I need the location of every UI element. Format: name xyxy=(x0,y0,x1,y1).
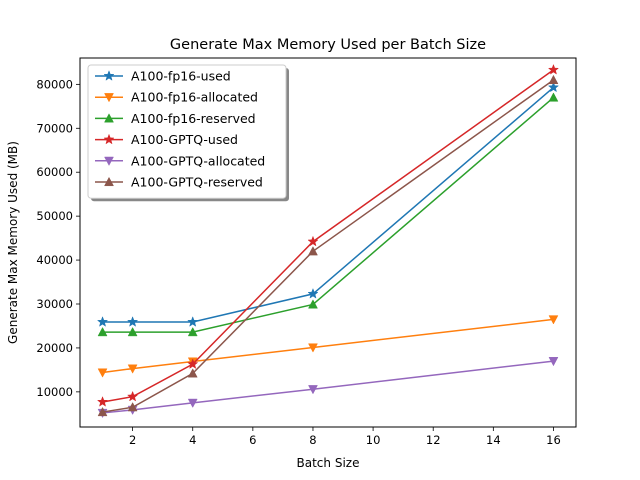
y-tick-label: 20000 xyxy=(36,341,73,355)
data-point xyxy=(307,235,319,247)
data-point xyxy=(547,81,560,93)
data-point xyxy=(97,326,108,337)
x-tick-label: 10 xyxy=(366,433,381,447)
data-point xyxy=(307,287,319,299)
y-tick-label: 80000 xyxy=(36,77,73,91)
chart-title: Generate Max Memory Used per Batch Size xyxy=(170,37,486,53)
y-axis-label: Generate Max Memory Used (MB) xyxy=(6,141,20,344)
data-point xyxy=(97,406,108,417)
series-line-5 xyxy=(102,360,554,414)
legend-label: A100-GPTQ-allocated xyxy=(131,153,265,168)
y-tick-label: 50000 xyxy=(36,209,73,223)
legend-label: A100-GPTQ-reserved xyxy=(131,175,263,190)
data-point xyxy=(187,358,199,369)
data-point xyxy=(187,316,199,327)
legend-box xyxy=(87,64,287,199)
y-tick-label: 30000 xyxy=(36,297,73,311)
x-tick-label: 12 xyxy=(426,433,441,447)
data-point xyxy=(187,398,198,408)
data-point xyxy=(548,92,559,102)
y-tick-label: 10000 xyxy=(36,385,73,399)
x-axis-label: Batch Size xyxy=(297,456,360,470)
data-point xyxy=(308,246,318,256)
x-tick-label: 16 xyxy=(546,433,561,447)
data-point xyxy=(308,299,318,309)
series-line-2 xyxy=(102,318,554,374)
legend: A100-fp16-usedA100-fp16-allocatedA100-fp… xyxy=(87,64,289,202)
legend-marker xyxy=(104,113,114,123)
data-point xyxy=(187,368,198,378)
data-point xyxy=(548,315,559,325)
legend-label: A100-fp16-reserved xyxy=(131,111,256,126)
data-point xyxy=(308,343,318,353)
data-point xyxy=(126,390,139,402)
plot-frame xyxy=(79,57,577,428)
y-tick-label: 70000 xyxy=(36,121,73,135)
legend-marker xyxy=(104,93,114,103)
legend-marker xyxy=(104,176,114,187)
data-point xyxy=(548,357,559,367)
data-point xyxy=(96,316,109,327)
x-tick-label: 6 xyxy=(249,433,256,447)
legend-marker xyxy=(103,133,115,145)
data-point xyxy=(187,326,198,337)
x-tick-label: 8 xyxy=(309,433,316,447)
x-tick-label: 2 xyxy=(129,433,136,447)
x-tick-label: 4 xyxy=(189,433,196,447)
y-tick-label: 40000 xyxy=(36,253,73,267)
data-point xyxy=(548,74,559,85)
legend-marker xyxy=(104,156,114,166)
data-point xyxy=(96,396,109,407)
x-tick-label: 14 xyxy=(486,433,501,447)
legend-marker xyxy=(103,70,115,81)
data-point xyxy=(127,326,138,337)
data-point xyxy=(308,385,318,395)
data-point xyxy=(127,402,138,412)
data-point xyxy=(127,364,138,374)
data-point xyxy=(97,368,108,378)
data-point xyxy=(126,316,139,327)
legend-label: A100-GPTQ-used xyxy=(131,132,238,147)
legend-label: A100-fp16-used xyxy=(131,69,231,84)
legend-label: A100-fp16-allocated xyxy=(131,90,258,105)
data-point xyxy=(547,63,560,75)
y-tick-label: 60000 xyxy=(36,165,73,179)
